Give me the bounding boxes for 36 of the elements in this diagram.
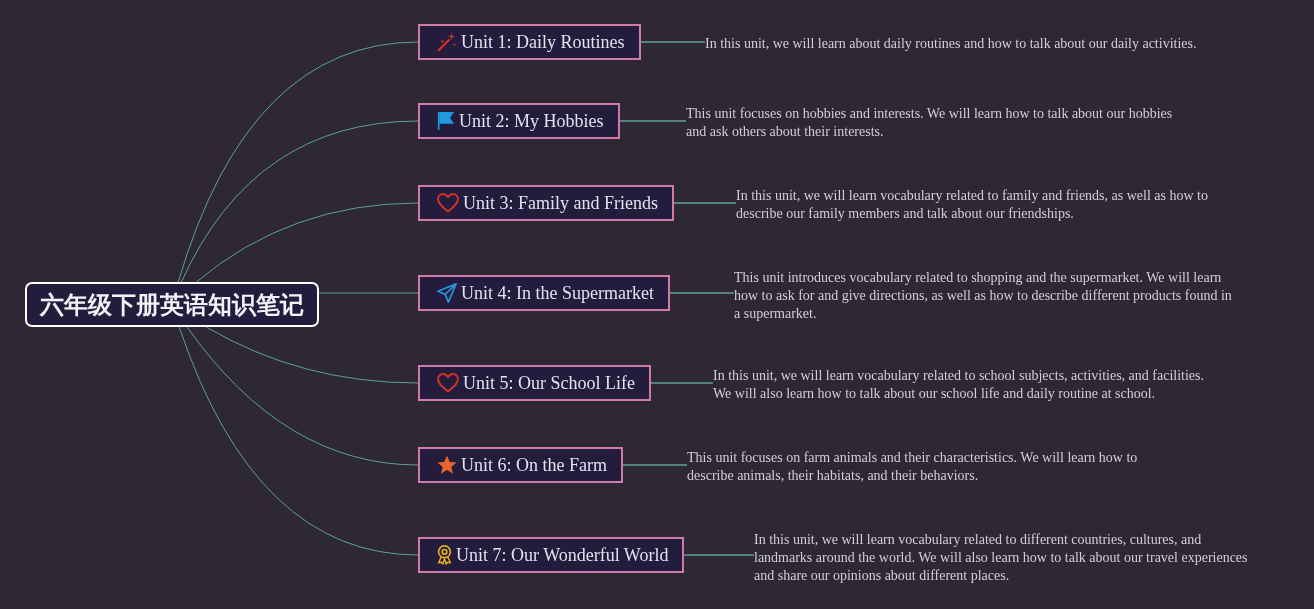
topic-title: Unit 4: In the Supermarket — [461, 282, 654, 304]
topic-box — [418, 103, 620, 139]
topic-title: Unit 2: My Hobbies — [459, 110, 604, 132]
topic-box — [418, 537, 685, 573]
connector-line — [177, 41, 419, 283]
connector-line — [178, 326, 419, 556]
topic-title: Unit 7: Our Wonderful World — [456, 544, 669, 566]
description-text: In this unit, we will learn about daily routines and how to talk about our daily activities. — [705, 35, 1205, 53]
topic-title: Unit 1: Daily Routines — [461, 31, 625, 53]
topic-title: Unit 6: On the Farm — [461, 454, 607, 476]
topic-box — [418, 275, 670, 311]
topic-title: Unit 3: Family and Friends — [463, 192, 658, 214]
connector-line — [683, 554, 755, 556]
topic-box — [418, 24, 641, 60]
connector-line — [618, 120, 687, 122]
topic-title: Unit 5: Our School Life — [463, 372, 635, 394]
connector-line — [186, 326, 419, 466]
connector-line — [639, 41, 706, 43]
connector-line — [673, 202, 737, 204]
connector-line — [180, 120, 419, 283]
topic-box — [418, 185, 674, 221]
connector-line — [669, 292, 735, 294]
topic-box — [418, 447, 623, 483]
connector-line — [318, 292, 419, 294]
central-topic-box: 六年级下册英语知识笔记 — [25, 282, 319, 327]
description-text: In this unit, we will learn vocabulary related to school subjects, activities, and facilities. We will also learn how to talk about our school life and daily routine at school. — [713, 367, 1213, 403]
connector-line — [205, 326, 419, 384]
connector-line — [650, 382, 714, 384]
description-text: This unit focuses on hobbies and interests. We will learn how to talk about our hobbies and ask others about their interests. — [686, 105, 1186, 141]
topic-box — [418, 365, 651, 401]
description-text: This unit focuses on farm animals and their characteristics. We will learn how to describe animals, their habitats, and their behaviors. — [687, 449, 1187, 485]
connector-line — [195, 202, 419, 283]
description-text: In this unit, we will learn vocabulary related to different countries, cultures, and landmarks around the world. We will also learn how to talk about our travel experiences and share our opinions about different places. — [754, 531, 1254, 585]
description-text: This unit introduces vocabulary related to shopping and the supermarket. We will learn how to ask for and give directions, as well as how to describe different products found in a supermarket. — [734, 269, 1234, 323]
connector-line — [622, 464, 688, 466]
description-text: In this unit, we will learn vocabulary related to family and friends, as well as how to describe our family members and talk about our friendships. — [736, 187, 1236, 223]
